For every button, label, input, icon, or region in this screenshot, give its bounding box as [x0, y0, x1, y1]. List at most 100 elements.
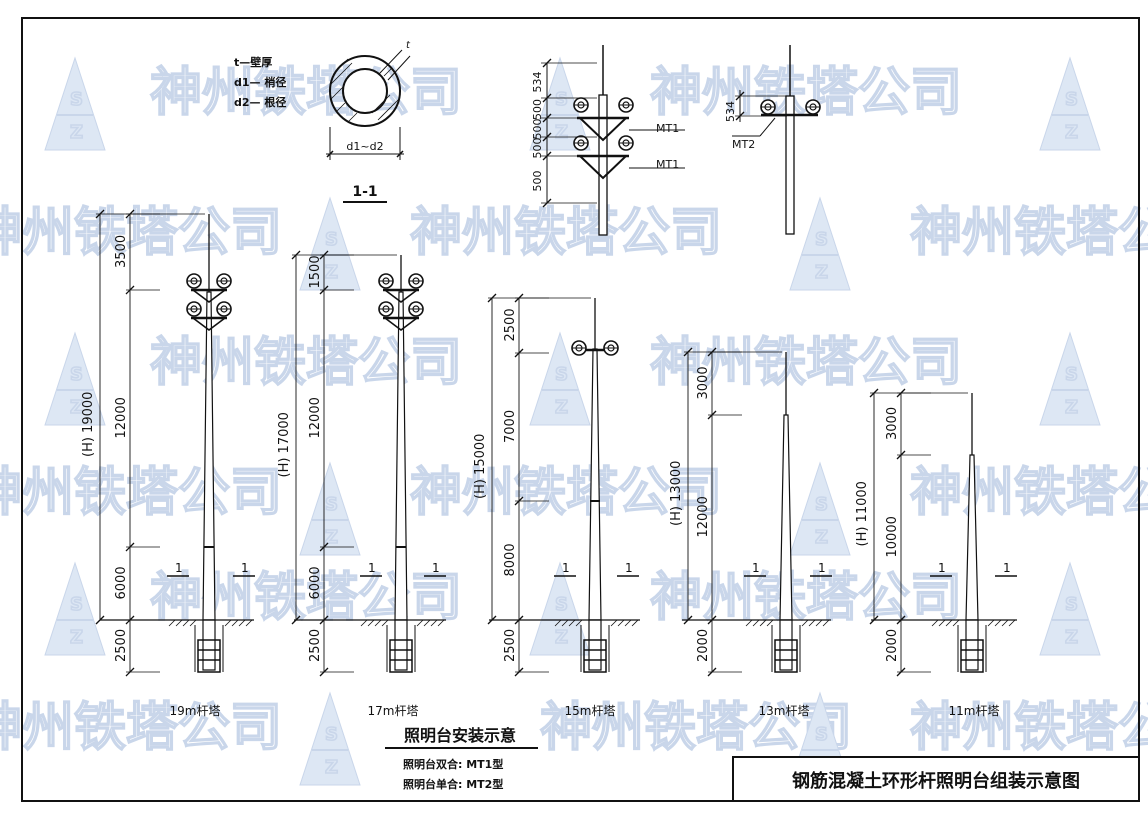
watermark-logo-letter: Z	[815, 527, 828, 548]
tower-caption: 15m杆塔	[565, 704, 616, 718]
dim-segment: 2500	[503, 629, 518, 662]
thickness-label: t	[406, 40, 411, 51]
legend-wall-thickness: t—壁厚	[234, 55, 272, 69]
dim-segment: 3000	[696, 366, 711, 399]
lamp-icon	[618, 135, 634, 151]
dim-segment: 2500	[308, 629, 323, 662]
pole-buried	[394, 619, 408, 671]
watermark-text: 神州铁塔公司	[910, 203, 1148, 263]
dim-total: (H) 17000	[277, 412, 292, 477]
dim-segment: 12000	[308, 397, 323, 438]
label-mt1: MT1	[656, 122, 679, 135]
dim-segment: 1500	[308, 255, 323, 288]
section-mark: 1	[432, 561, 440, 575]
watermark-logo-letter: Z	[555, 397, 568, 418]
dim-segment: 7000	[503, 410, 518, 443]
dim-value: 500	[531, 138, 544, 159]
lamp-icon	[571, 340, 587, 356]
diameter-dim: d1~d2	[346, 140, 383, 153]
watermark-logo-icon: SZ	[789, 196, 851, 291]
notes-heading: 照明台安装示意	[404, 726, 516, 745]
watermark-logo-letter: Z	[1065, 397, 1078, 418]
watermark-logo-letter: S	[555, 364, 568, 385]
dim-segment: 8000	[503, 543, 518, 576]
dim-total: (H) 13000	[669, 461, 684, 526]
dim-value: 534	[724, 101, 737, 122]
watermark-logo-letter: Z	[1065, 122, 1078, 143]
watermark-text: 神州铁塔公司	[150, 63, 462, 123]
watermark-logo-letter: S	[1065, 594, 1078, 615]
watermark-logo-letter: S	[70, 364, 83, 385]
watermark-logo-icon: SZ	[44, 56, 106, 151]
notes-line-1: 照明台双合: MT1型	[403, 757, 503, 771]
ring-outer	[329, 55, 401, 127]
crossarm-brace	[579, 117, 627, 142]
watermark-text: 神州铁塔公司	[650, 568, 962, 628]
tower-caption: 17m杆塔	[368, 704, 419, 718]
watermark-logo-icon: SZ	[1039, 561, 1101, 656]
watermark-logo-icon: SZ	[299, 461, 361, 556]
watermark-logo-letter: Z	[815, 262, 828, 283]
dim-total: (H) 19000	[81, 392, 96, 457]
dim-segment: 6000	[114, 566, 129, 599]
lamp-icon	[186, 301, 202, 317]
foundation	[197, 639, 221, 673]
dim-segment: 12000	[696, 496, 711, 537]
drawing-title: 钢筋混凝土环形杆照明台组装示意图	[792, 770, 1080, 792]
watermark-text: 神州铁塔公司	[0, 463, 282, 523]
dim-total: (H) 15000	[473, 434, 488, 499]
watermark-logo-letter: Z	[70, 397, 83, 418]
section-mark: 1	[1003, 561, 1011, 575]
dim-segment: 3500	[114, 235, 129, 268]
pole-shaft	[779, 414, 793, 621]
watermark-logo-letter: Z	[70, 122, 83, 143]
watermark-logo-letter: Z	[1065, 627, 1078, 648]
watermark-logo-icon: SZ	[529, 331, 591, 426]
dim-value: 500	[531, 99, 544, 120]
dim-segment: 2500	[503, 308, 518, 341]
dim-segment: 3000	[885, 407, 900, 440]
pole-shaft	[588, 348, 602, 621]
pole-buried	[779, 619, 793, 671]
dim-value: 500	[531, 119, 544, 140]
watermark-logo-letter: S	[1065, 364, 1078, 385]
section-mark: 1	[175, 561, 183, 575]
watermark-logo-letter: S	[70, 89, 83, 110]
watermark-logo-icon: SZ	[44, 331, 106, 426]
dim-segment: 2000	[696, 629, 711, 662]
legend-top-diameter: d1— 梢径	[234, 75, 286, 89]
tower-caption: 19m杆塔	[170, 704, 221, 718]
ring-inner	[342, 68, 388, 114]
watermark-logo-letter: S	[555, 89, 568, 110]
lamp-icon	[573, 135, 589, 151]
pole-buried	[965, 619, 979, 671]
ring-hatch	[329, 58, 400, 123]
crossarm-brace	[579, 155, 627, 180]
notes-line-2: 照明台单合: MT2型	[403, 777, 503, 791]
watermark-logo-letter: S	[815, 724, 828, 745]
foundation	[583, 639, 607, 673]
foundation	[960, 639, 984, 673]
dim-segment: 2500	[114, 629, 129, 662]
watermark-logo-icon: SZ	[1039, 56, 1101, 151]
watermark-text: 神州铁塔公司	[410, 463, 722, 523]
watermark-text: 神州铁塔公司	[910, 698, 1148, 758]
pole-detail-double	[598, 94, 608, 236]
label-mt2: MT2	[732, 138, 755, 151]
watermark-logo-letter: S	[555, 594, 568, 615]
legend-root-diameter: d2— 根径	[234, 95, 286, 109]
dim-value: 500	[531, 171, 544, 192]
lamp-icon	[408, 273, 424, 289]
lamp-icon	[186, 273, 202, 289]
watermark-logo-icon: SZ	[529, 56, 591, 151]
watermark-logo-letter: S	[1065, 89, 1078, 110]
dim-value: 534	[531, 72, 544, 93]
lamp-icon	[378, 273, 394, 289]
watermark-logo-letter: Z	[555, 627, 568, 648]
watermark-logo-letter: Z	[325, 262, 338, 283]
